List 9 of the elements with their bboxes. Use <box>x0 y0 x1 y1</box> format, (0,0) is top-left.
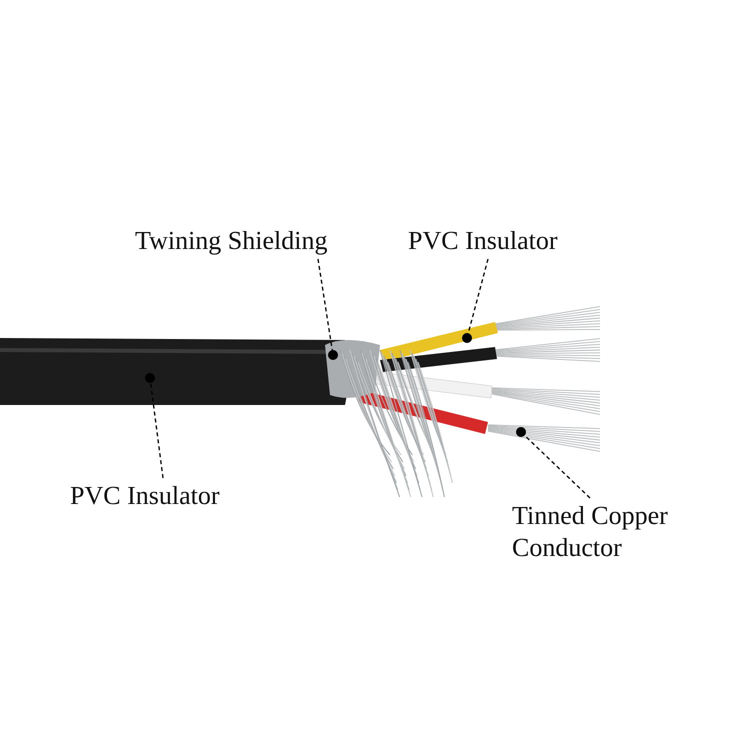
part-label: Twining Shielding <box>135 225 387 257</box>
leader-line <box>317 258 333 350</box>
leader-line <box>524 434 590 498</box>
leader-line <box>468 258 489 334</box>
part-label: PVC Insulator <box>70 480 268 512</box>
part-label: PVC Insulator <box>408 225 606 257</box>
leader-line <box>150 382 164 478</box>
part-label: Tinned Copper Conductor <box>512 500 718 564</box>
pointer-dot <box>462 333 472 343</box>
